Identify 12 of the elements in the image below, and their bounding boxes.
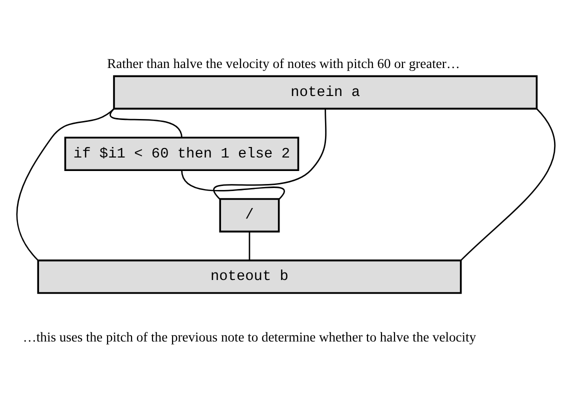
connector [110, 108, 182, 138]
node-box: / [219, 198, 280, 232]
connector [16, 108, 114, 261]
node-box: notein a [113, 75, 538, 110]
connector [213, 108, 326, 200]
diagram-title: Rather than halve the velocity of notes with pitch 60 or greater… [107, 56, 460, 72]
connector [248, 232, 250, 260]
caption: …this uses the pitch of the previous note to determine whether to halve the velocity [22, 329, 476, 344]
connector [181, 170, 285, 200]
node-box: noteout b [37, 260, 462, 294]
connector [460, 108, 556, 261]
node-box: if $i1 < 60 then 1 else 2 [64, 136, 300, 172]
